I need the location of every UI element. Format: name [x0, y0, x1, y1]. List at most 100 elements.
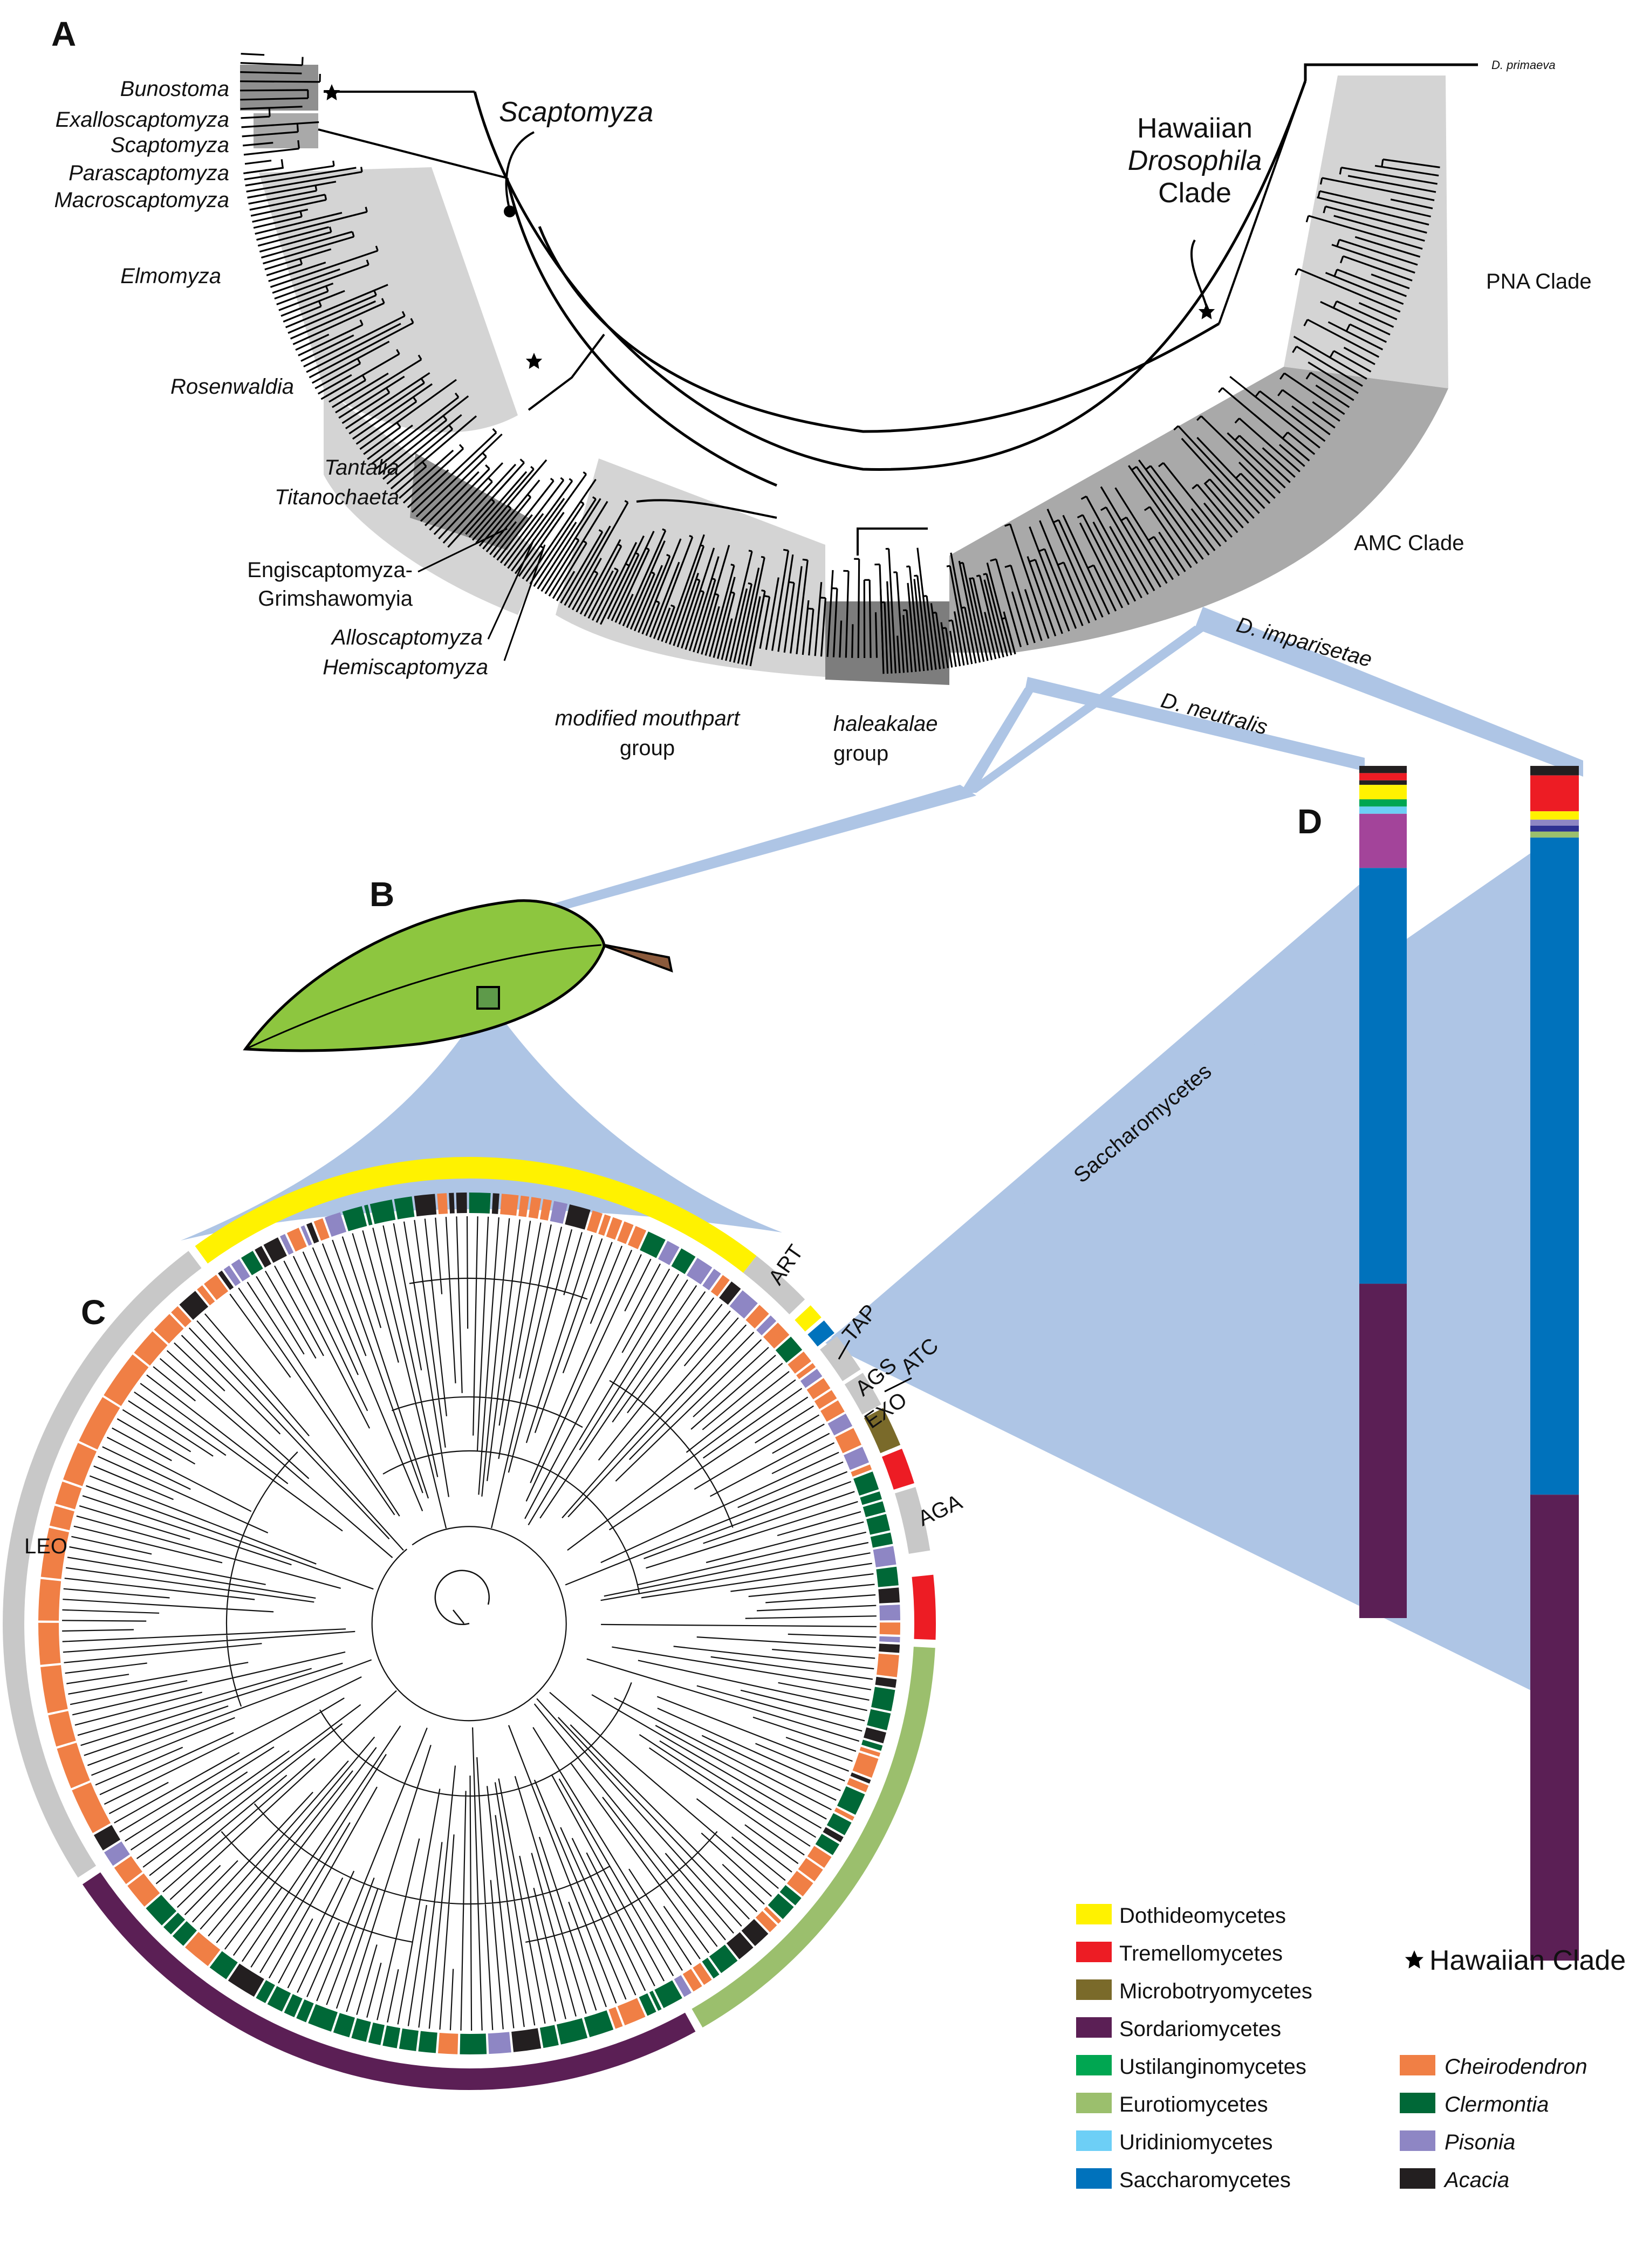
- host-ring-segment: [610, 1227, 619, 1230]
- leaf-blade: [245, 901, 604, 1051]
- host-ring-segment: [51, 1666, 58, 1711]
- host-ring-segment: [401, 2039, 417, 2041]
- bar-segment: [1530, 826, 1579, 832]
- panel-label-d: D: [1297, 802, 1322, 841]
- host-ring-segment: [752, 1312, 762, 1321]
- genus-label: Rosenwaldia: [170, 375, 294, 399]
- host-ring-segment: [261, 1989, 270, 1995]
- host-ring-segment: [142, 1338, 160, 1359]
- host-ring-segment: [439, 2043, 457, 2044]
- host-ring-segment: [876, 1517, 880, 1533]
- host-ring-segment: [73, 1447, 87, 1483]
- host-ring-segment: [870, 1495, 872, 1502]
- host-ring-segment: [676, 1257, 690, 1265]
- host-ring-segment: [763, 1323, 769, 1328]
- legend-label: Eurotiomycetes: [1119, 2093, 1268, 2116]
- host-ring-segment: [863, 1475, 869, 1492]
- host-ring-segment: [846, 1790, 855, 1810]
- legend-swatch: [1400, 2055, 1435, 2075]
- host-ring-segment: [621, 1231, 630, 1235]
- host-ring-segment: [269, 1246, 283, 1254]
- legend-swatch: [1400, 2168, 1435, 2189]
- host-ring-segment: [883, 1548, 886, 1566]
- host-ring-segment: [65, 1485, 72, 1506]
- host-ring-segment: [763, 1918, 770, 1925]
- leaf-sample-box: [477, 987, 499, 1009]
- host-ring-segment: [203, 1293, 209, 1298]
- legend-label: Dothideomycetes: [1119, 1904, 1286, 1928]
- host-ring-segment: [310, 1232, 316, 1234]
- host-ring-segment: [312, 2013, 334, 2022]
- legend-swatch: [1076, 2168, 1112, 2189]
- host-ring-segment: [809, 1375, 814, 1382]
- scapto-lower-stem: [529, 334, 604, 410]
- star-icon: [526, 353, 542, 369]
- genus-label: Bunostoma: [120, 77, 229, 101]
- host-ring-segment: [829, 1406, 836, 1417]
- host-ring-segment: [519, 1206, 528, 1207]
- host-ring-segment: [438, 1203, 447, 1204]
- host-ring-segment: [715, 1952, 731, 1964]
- host-ring-segment: [230, 1274, 235, 1278]
- bar-segment: [1359, 814, 1407, 868]
- host-ring-segment: [317, 1228, 326, 1231]
- host-ring-segment: [771, 1914, 774, 1916]
- genus-label: Grimshawomyia: [258, 587, 413, 611]
- bar-segment: [1530, 811, 1579, 820]
- host-ring-segment: [81, 1786, 102, 1828]
- host-ring-segment: [862, 1756, 868, 1774]
- host-ring-segment: [888, 1588, 889, 1603]
- host-ring-segment: [815, 1384, 822, 1394]
- connector-to-leaf: [526, 785, 976, 920]
- genus-label: Titanochaeta: [275, 485, 399, 509]
- host-ring-segment: [88, 1402, 112, 1445]
- genus-label: Engiscaptomyza-: [247, 558, 413, 582]
- host-ring-segment: [512, 2038, 539, 2042]
- legend-host-label: Acacia: [1443, 2168, 1509, 2192]
- backbone-scapto: [507, 178, 777, 485]
- host-ring-segment: [725, 1290, 735, 1297]
- host-ring-segment: [385, 2036, 399, 2038]
- host-ring-segment: [692, 1266, 707, 1276]
- tree-c-root: [435, 1571, 489, 1625]
- host-ring-segment: [806, 1864, 814, 1875]
- host-ring-segment: [771, 1330, 782, 1342]
- host-ring-segment: [354, 2028, 369, 2032]
- genus-label: Tantalia: [324, 456, 399, 479]
- genus-label: Parascaptomyza: [69, 161, 229, 185]
- host-ring-segment: [853, 1451, 859, 1466]
- legend-star-label: Hawaiian Clade: [1429, 1945, 1626, 1976]
- host-ring-segment: [337, 2023, 352, 2027]
- panel-label-c: C: [81, 1293, 106, 1332]
- host-ring-segment: [59, 1509, 64, 1528]
- genus-label: Alloscaptomyza: [331, 626, 483, 649]
- host-ring-segment: [708, 1966, 714, 1970]
- host-ring-segment: [112, 1361, 140, 1401]
- host-ring-segment: [247, 1260, 258, 1267]
- scaptomyza-label: Scaptomyza: [499, 97, 653, 128]
- panel-b: B: [245, 875, 672, 1051]
- host-ring-segment: [783, 1344, 795, 1356]
- connector-neutralis: [1025, 677, 1365, 771]
- legend-swatch: [1076, 1942, 1112, 1962]
- host-ring-segment: [857, 1782, 859, 1789]
- host-ring-segment: [824, 1839, 831, 1850]
- host-ring-segment: [103, 1830, 112, 1845]
- bar-segment: [1359, 806, 1407, 813]
- host-ring-segment: [170, 1920, 178, 1927]
- host-ring-segment: [679, 1984, 686, 1988]
- host-ring-segment: [736, 1298, 751, 1311]
- host-ring-segment: [632, 1236, 642, 1240]
- connector-sacch-imparisetae: [825, 852, 1532, 1691]
- host-ring-segment: [542, 1209, 550, 1211]
- host-ring-segment: [860, 1468, 863, 1473]
- legend-host-label: Clermontia: [1445, 2093, 1549, 2116]
- legend-label: Tremellomycetes: [1119, 1942, 1283, 1965]
- pna-clade-label: PNA Clade: [1486, 270, 1592, 293]
- host-ring-segment: [590, 1221, 599, 1224]
- host-ring-segment: [367, 1215, 371, 1216]
- host-ring-segment: [873, 1504, 875, 1515]
- host-ring-segment: [644, 2003, 652, 2006]
